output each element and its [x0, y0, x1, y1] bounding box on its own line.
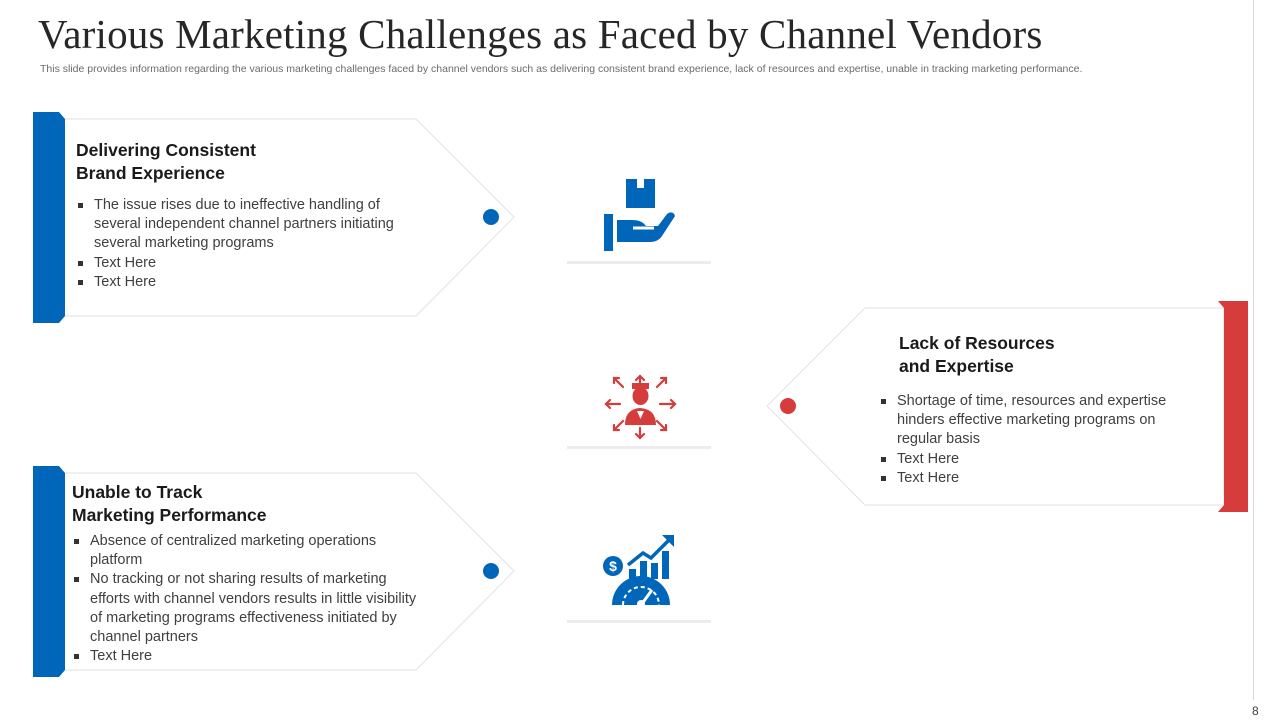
card-2-shape: [766, 301, 1248, 512]
card-3-shape: [33, 466, 515, 677]
card-heading-line: Marketing Performance: [72, 505, 267, 525]
right-divider: [1253, 0, 1254, 700]
bullet-item: Absence of centralized marketing operati…: [72, 532, 422, 570]
person-with-arrows-icon: [601, 367, 681, 445]
icon-underline: [567, 620, 711, 623]
slide-title: Various Marketing Challenges as Faced by…: [38, 11, 1043, 57]
bullet-list: Shortage of time, resources and expertis…: [879, 392, 1169, 488]
card-1-shape: [33, 112, 515, 323]
card-1-dot: [483, 209, 499, 225]
card-heading: Lack of Resources and Expertise: [879, 332, 1169, 378]
card-heading: Delivering Consistent Brand Experience: [76, 139, 406, 185]
bullet-item: Text Here: [879, 469, 1169, 488]
card-heading: Unable to Track Marketing Performance: [72, 481, 422, 527]
bullet-item: Text Here: [76, 254, 406, 273]
bullet-list: The issue rises due to ineffective handl…: [76, 196, 406, 292]
card-heading-line: Lack of Resources: [899, 333, 1055, 353]
card-heading-line: Brand Experience: [76, 163, 225, 183]
bullet-item: Text Here: [879, 450, 1169, 469]
card-heading-line: Delivering Consistent: [76, 140, 256, 160]
bullet-list: Absence of centralized marketing operati…: [72, 532, 422, 666]
card-heading-line: and Expertise: [899, 356, 1014, 376]
card-delivering-consistent-brand: Delivering Consistent Brand Experience T…: [76, 139, 406, 292]
bullet-item: The issue rises due to ineffective handl…: [76, 196, 406, 254]
hand-holding-box-icon: [598, 176, 678, 254]
bullet-item: No tracking or not sharing results of ma…: [72, 570, 422, 647]
svg-text:$: $: [609, 558, 617, 574]
bullet-item: Text Here: [72, 647, 422, 666]
card-3-dot: [483, 563, 499, 579]
card-heading-line: Unable to Track: [72, 482, 203, 502]
slide-subtitle: This slide provides information regardin…: [40, 63, 1083, 75]
card-2-dot: [780, 398, 796, 414]
bullet-item: Shortage of time, resources and expertis…: [879, 392, 1169, 450]
page-number: 8: [1252, 704, 1259, 718]
icon-underline: [567, 261, 711, 264]
card-unable-to-track: Unable to Track Marketing Performance Ab…: [72, 481, 422, 666]
icon-underline: [567, 446, 711, 449]
growth-chart-gauge-icon: $: [600, 531, 680, 609]
card-lack-of-resources: Lack of Resources and Expertise Shortage…: [879, 332, 1169, 488]
bullet-item: Text Here: [76, 273, 406, 292]
